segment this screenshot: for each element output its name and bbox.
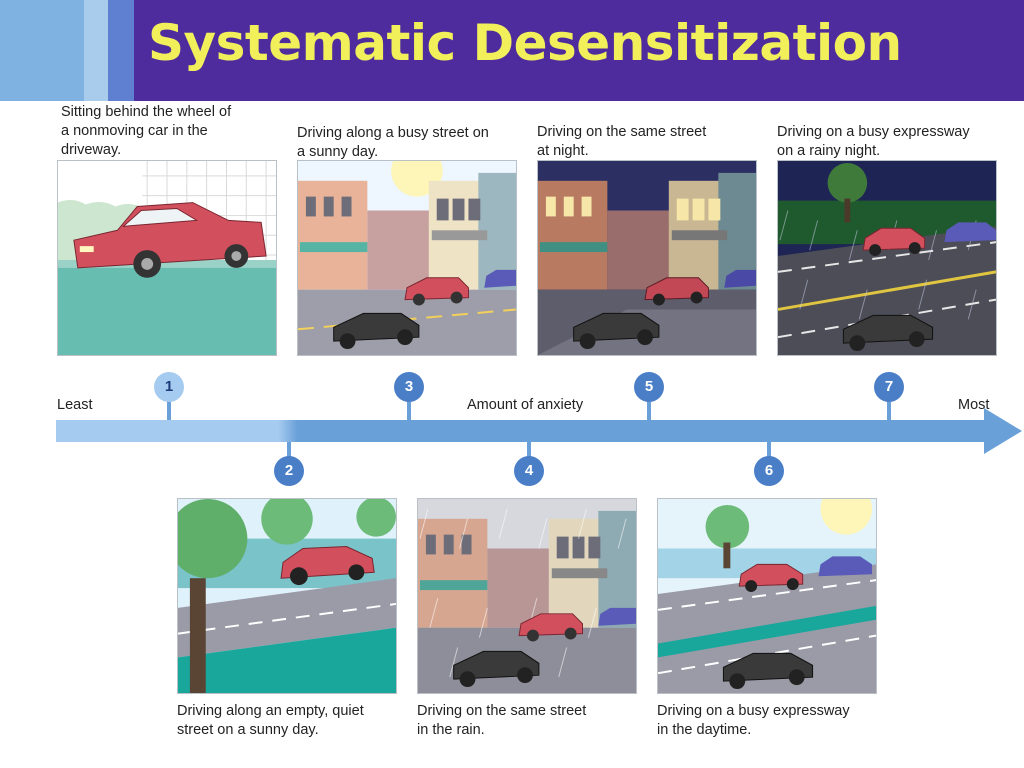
banner-accent-block <box>108 0 134 101</box>
step-4-image <box>417 498 637 694</box>
slide-title: Systematic Desensitization <box>148 14 902 72</box>
step-3-image <box>297 160 517 356</box>
axis-most-label: Most <box>958 397 990 413</box>
step-5-marker: 5 <box>634 372 664 402</box>
step-2-marker-stem <box>287 442 291 462</box>
step-5-image <box>537 160 757 356</box>
step-5-marker-stem <box>647 400 651 420</box>
step-2-image <box>177 498 397 694</box>
banner-accent-block <box>0 0 84 101</box>
step-6-marker: 6 <box>754 456 784 486</box>
step-4-marker: 4 <box>514 456 544 486</box>
banner-accent-block <box>84 0 108 101</box>
step-3-marker-stem <box>407 400 411 420</box>
step-7-image <box>777 160 997 356</box>
step-6-image <box>657 498 877 694</box>
step-4-marker-stem <box>527 442 531 462</box>
step-3-marker: 3 <box>394 372 424 402</box>
step-7-marker-stem <box>887 400 891 420</box>
step-1-marker-stem <box>167 400 171 420</box>
step-2-marker: 2 <box>274 456 304 486</box>
step-6-marker-stem <box>767 442 771 462</box>
anxiety-axis-arrow <box>56 408 1022 454</box>
axis-title: Amount of anxiety <box>467 397 584 413</box>
step-7-marker: 7 <box>874 372 904 402</box>
step-1-marker: 1 <box>154 372 184 402</box>
title-banner: Systematic Desensitization <box>0 0 1024 101</box>
step-1-image <box>57 160 277 356</box>
axis-least-label: Least <box>57 397 93 413</box>
